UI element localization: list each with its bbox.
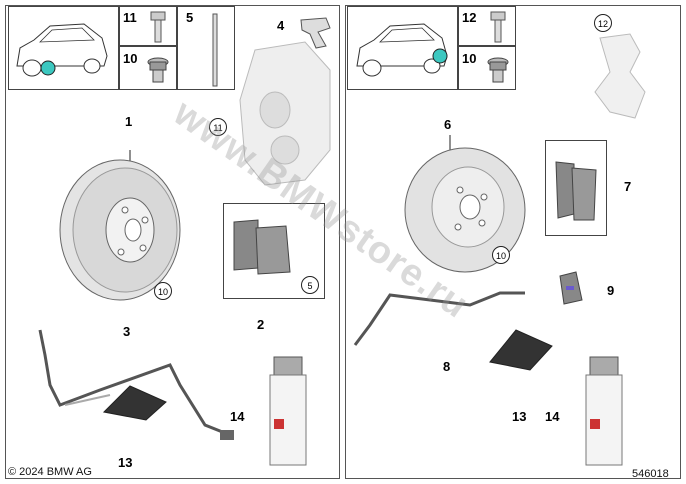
sealing-boot-left (102, 385, 167, 421)
callout-1: 1 (125, 114, 133, 129)
callout-6: 6 (444, 117, 452, 132)
callout-9: 9 (607, 283, 615, 298)
callout-13-left: 13 (118, 455, 133, 470)
plug-10-icon (147, 57, 169, 83)
inset-10 (119, 46, 177, 90)
diagram-id: 546018 (632, 468, 669, 480)
inset-5 (177, 6, 235, 90)
copyright: © 2024 BMW AG (8, 466, 92, 478)
callout-8: 8 (443, 359, 451, 374)
brake-disc-rear (404, 135, 526, 273)
callout-13-right: 13 (512, 409, 527, 424)
wear-sensor-front (38, 329, 234, 440)
label-5: 5 (186, 10, 194, 25)
label-10: 10 (123, 51, 138, 66)
caliper-carrier-icon (594, 33, 646, 119)
label-12: 12 (462, 10, 477, 25)
callout-3: 3 (123, 324, 131, 339)
circled-12: 12 (594, 14, 612, 32)
circled-5: 5 (301, 276, 319, 294)
inset-11 (119, 6, 177, 46)
car-front-icon (16, 23, 108, 77)
brake-pads-icon (233, 219, 291, 275)
label-10-right: 10 (462, 51, 477, 66)
spray-can-right (585, 356, 623, 466)
spring-clip-icon (300, 17, 331, 49)
plug-10-right-icon (487, 57, 509, 83)
circled-10-left: 10 (154, 282, 172, 300)
bracket-9-icon (559, 271, 583, 305)
inset-12 (458, 6, 516, 46)
callout-14-left: 14 (230, 409, 245, 424)
circled-11: 11 (209, 118, 227, 136)
callout-7: 7 (624, 179, 632, 194)
car-rear-icon (356, 23, 448, 77)
spray-can-left (269, 356, 307, 466)
pin-5-icon (212, 13, 218, 87)
sealing-boot-right (489, 329, 553, 371)
label-4: 4 (277, 18, 285, 33)
circled-10-right: 10 (492, 246, 510, 264)
bolt-12-icon (490, 11, 506, 43)
rear-pads-icon (555, 161, 597, 221)
callout-14-right: 14 (545, 409, 560, 424)
bolt-11-icon (150, 11, 166, 43)
callout-2: 2 (257, 317, 265, 332)
brake-caliper-icon (239, 41, 331, 186)
label-11: 11 (123, 10, 137, 25)
brake-disc-front (59, 150, 181, 301)
wear-sensor-rear (353, 291, 525, 346)
